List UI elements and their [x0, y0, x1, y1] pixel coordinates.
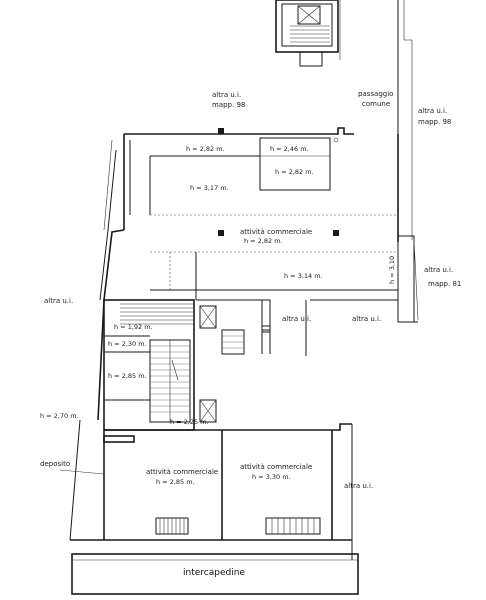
- label-mapp-98-right: mapp. 98: [418, 118, 451, 126]
- label-altra-ui-right: altra u.i.: [418, 107, 447, 115]
- label-intercapedine: intercapedine: [183, 568, 245, 578]
- height-labels: h = 2,82 m. h = 2,46 m. h = 3,17 m. h = …: [40, 145, 396, 486]
- height-label: h = 3,14 m.: [284, 272, 323, 280]
- height-label: h = 2,82 m.: [244, 237, 283, 245]
- label-altra-ui-left: altra u.i.: [44, 297, 73, 305]
- right-boundary: [397, 0, 419, 323]
- height-label: h = 2,25 m.: [170, 418, 209, 426]
- label-deposito: deposito: [40, 460, 70, 468]
- label-attivita-br: attività commerciale: [240, 463, 312, 471]
- height-label: h = 2,82 m.: [186, 145, 225, 153]
- label-attivita-bl: attività commerciale: [146, 468, 218, 476]
- grille-left: [155, 517, 189, 535]
- grille-right: [265, 517, 321, 535]
- height-label: h = 2,85 m.: [156, 478, 195, 486]
- label-altra-ui-bottom-right: altra u.i.: [344, 482, 373, 490]
- lower-commercial-walls: [59, 419, 353, 560]
- height-label: h = 2,70 m.: [40, 412, 79, 420]
- height-label: h = 2,30 m.: [108, 340, 147, 348]
- height-label: h = 2,85 m.: [108, 372, 147, 380]
- height-label: h = 3,10: [388, 256, 396, 284]
- height-label: h = 2,82 m.: [275, 168, 314, 176]
- label-altra-ui-mid2: altra u.i.: [352, 315, 381, 323]
- label-altra-ui-top: altra u.i.: [212, 91, 241, 99]
- label-comune: comune: [362, 100, 390, 108]
- height-label: h = 2,46 m.: [270, 145, 309, 153]
- label-mapp-98-top: mapp. 98: [212, 101, 245, 109]
- label-passaggio: passaggio: [358, 90, 393, 98]
- top-stair-core: [275, 0, 341, 67]
- height-label: h = 3,30 m.: [252, 473, 291, 481]
- intercapedine-strip: [71, 553, 359, 595]
- upper-commercial-walls: [97, 127, 399, 421]
- label-altra-ui-right2: altra u.i.: [424, 266, 453, 274]
- label-attivita-top: attività commerciale: [240, 228, 312, 236]
- stair-treads: [150, 345, 190, 413]
- height-label: h = 1,92 m.: [114, 323, 153, 331]
- height-label: h = 3,17 m.: [190, 184, 229, 192]
- label-altra-ui-mid: altra u.i.: [282, 315, 311, 323]
- label-mapp-81: mapp. 81: [428, 280, 461, 288]
- region-labels: altra u.i. mapp. 98 passaggio comune alt…: [40, 90, 461, 578]
